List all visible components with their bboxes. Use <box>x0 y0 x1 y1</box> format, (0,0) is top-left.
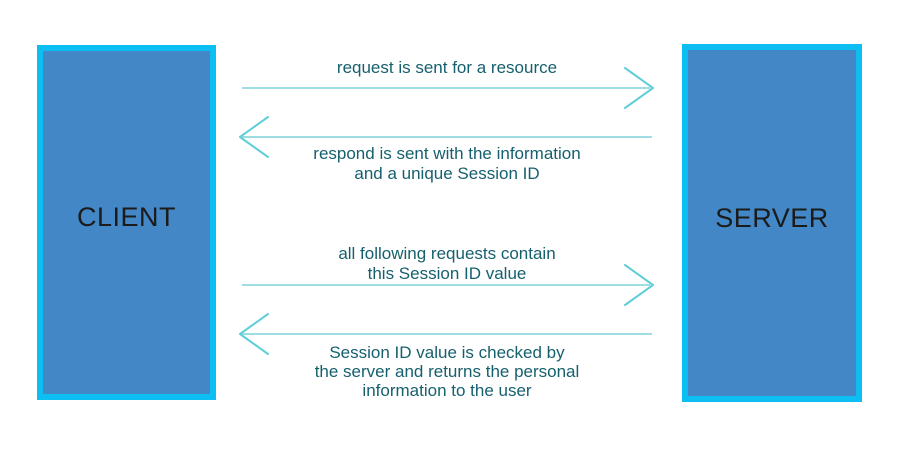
arrow-client-to-server-2 <box>242 264 654 306</box>
message-text-line: the server and returns the personal <box>314 362 580 381</box>
arrow-server-to-client-2 <box>239 313 652 355</box>
message-4-label: Session ID value is checked by the serve… <box>240 343 654 400</box>
arrow-head-left-icon <box>239 313 269 355</box>
message-text-line: all following requests contain <box>338 244 556 263</box>
client-box: CLIENT <box>37 45 216 400</box>
message-3-label: all following requests contain this Sess… <box>240 244 654 284</box>
message-text-line: respond is sent with the information <box>313 144 581 163</box>
server-label: SERVER <box>715 202 829 233</box>
arrow-server-to-client-1 <box>239 116 652 158</box>
server-box: SERVER <box>682 44 862 402</box>
client-label: CLIENT <box>76 202 177 232</box>
message-2-label: respond is sent with the information and… <box>240 144 654 184</box>
arrow-client-to-server-1 <box>242 67 654 109</box>
message-text-line: this Session ID value <box>367 264 527 283</box>
message-1-label: request is sent for a resource <box>240 58 654 78</box>
message-text-line: and a unique Session ID <box>354 164 540 183</box>
message-text-line: information to the user <box>362 381 532 400</box>
message-text-line: Session ID value is checked by <box>329 343 565 362</box>
arrow-head-left-icon <box>239 116 269 158</box>
arrow-head-right-icon <box>624 67 654 109</box>
message-text-line: request is sent for a resource <box>336 58 558 77</box>
arrow-head-right-icon <box>624 264 654 306</box>
